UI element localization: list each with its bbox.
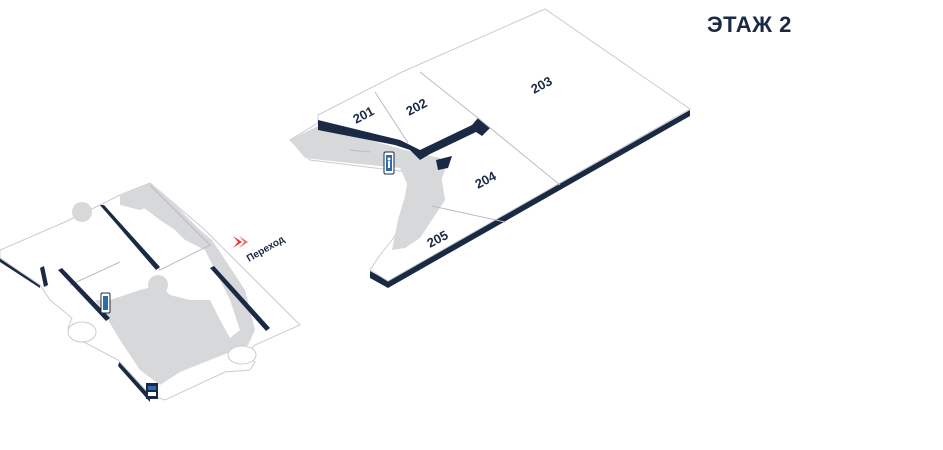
partition-205-204 [374, 91, 409, 144]
wall-left-4 [40, 266, 48, 287]
wall-left-3 [210, 266, 270, 331]
wc-icon-left[interactable] [100, 292, 111, 314]
round-bay-1 [72, 202, 92, 222]
wc-icon[interactable] [383, 151, 395, 175]
transfer-label[interactable]: Переход [245, 234, 287, 265]
round-bay-2 [148, 275, 168, 295]
round-bay-4 [227, 345, 257, 365]
round-bay-3 [67, 321, 97, 343]
partition-202-201 [431, 205, 506, 223]
building-main [289, 8, 691, 288]
stair-lines [349, 149, 371, 153]
partition-204-203 [419, 71, 479, 119]
corridor-left-top [120, 183, 165, 210]
building-left-edge-2 [118, 360, 150, 402]
wall-left-1 [100, 205, 160, 270]
room-dividers-left [69, 261, 121, 286]
wall-204-205 [318, 118, 490, 160]
elevator-icon[interactable] [146, 383, 158, 399]
building-left [0, 182, 301, 402]
wall-left-2 [58, 268, 110, 321]
wall-stair [436, 156, 452, 170]
corridor-branch [400, 168, 445, 245]
partition-203-202 [477, 117, 561, 186]
corridor-left [95, 183, 255, 385]
floor-title: ЭТАЖ 2 [707, 12, 792, 37]
transfer-arrow-icon[interactable] [233, 236, 248, 248]
